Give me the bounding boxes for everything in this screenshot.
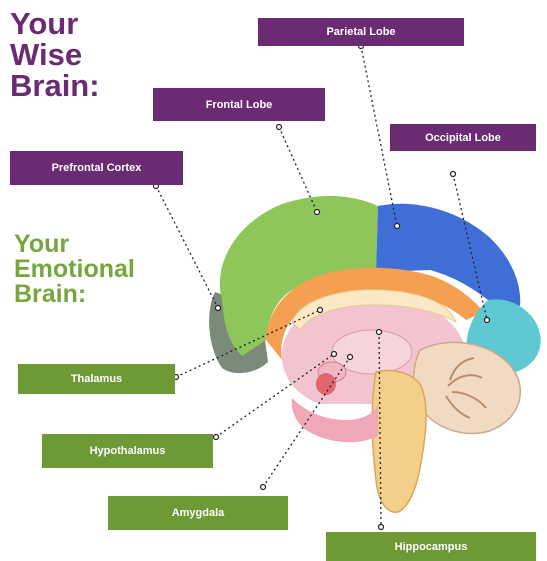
connector-prefrontal [156,186,218,308]
endpoint-parietal-brain [395,224,400,229]
endpoint-frontal-top [277,125,282,130]
prefrontal-cortex-label: Prefrontal Cortex [10,151,183,185]
amygdala-region [316,373,336,395]
endpoint-hypothalamus-label [214,435,219,440]
brainstem-region [372,371,426,513]
endpoint-occipital-brain [485,318,490,323]
temporal-lobe-region [292,398,378,442]
amygdala-label: Amygdala [108,496,288,530]
hypothalamus-label: Hypothalamus [42,434,213,468]
hippocampus-label: Hippocampus [326,532,536,561]
endpoint-hippocampus-brain [377,330,382,335]
endpoint-amygdala-label [261,485,266,490]
occipital-lobe-label: Occipital Lobe [390,124,536,151]
parietal-lobe-label: Parietal Lobe [258,18,464,46]
frontal-lobe-label: Frontal Lobe [153,88,325,121]
endpoint-frontal-brain [315,210,320,215]
endpoint-amygdala-brain [348,355,353,360]
endpoint-hypothalamus-brain [332,352,337,357]
endpoint-thalamus-brain [318,308,323,313]
endpoint-occipital-top [451,172,456,177]
thalamus-label: Thalamus [18,364,175,394]
endpoint-hippocampus-label [379,525,384,530]
endpoint-prefrontal-brain [216,306,221,311]
